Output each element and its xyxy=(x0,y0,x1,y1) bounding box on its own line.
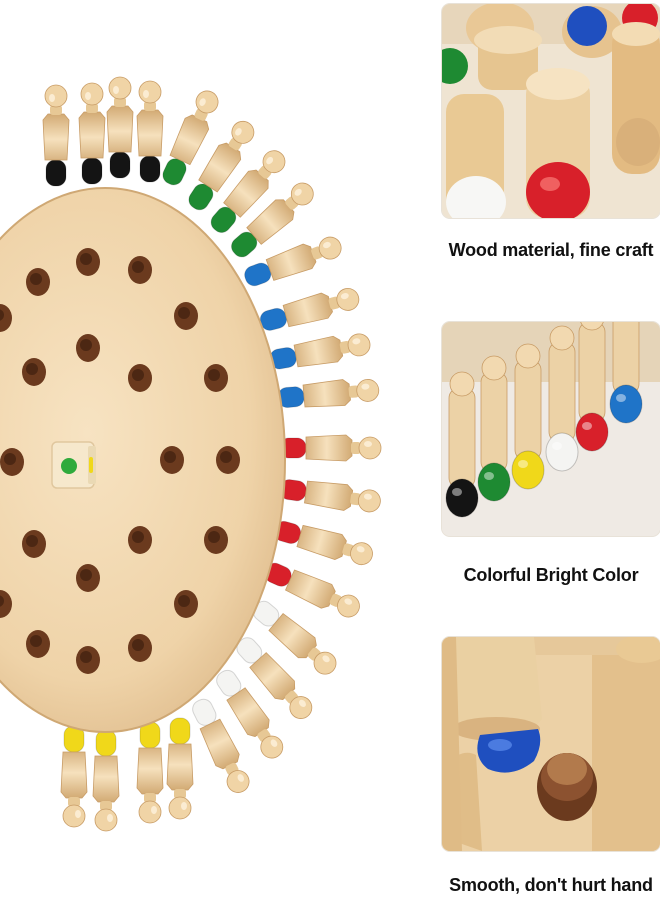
board-hole xyxy=(204,526,228,554)
board-hole xyxy=(174,302,198,330)
tile-peg xyxy=(445,371,479,518)
board-hole xyxy=(0,590,12,618)
feature-photo-colored-pegs xyxy=(442,322,660,536)
peg xyxy=(277,379,380,408)
peg xyxy=(269,333,371,370)
tile-peg xyxy=(575,322,609,452)
peg xyxy=(259,288,360,331)
board-hole xyxy=(204,364,228,392)
peg xyxy=(252,600,337,675)
peg xyxy=(106,76,134,179)
tile-peg xyxy=(477,355,511,502)
board-hole xyxy=(128,256,152,284)
board-hole xyxy=(128,526,152,554)
feature-caption-2: Colorful Bright Color xyxy=(463,565,639,585)
board-hole xyxy=(26,268,50,296)
board-hole xyxy=(22,530,46,558)
peg xyxy=(216,669,284,759)
peg xyxy=(192,698,250,793)
peg xyxy=(162,90,219,186)
board-hole xyxy=(128,634,152,662)
feature-caption-1: Wood material, fine craft xyxy=(448,240,654,260)
peg xyxy=(231,182,314,258)
feature-photo-wood-heads xyxy=(442,4,660,218)
board-hole xyxy=(216,446,240,474)
peg xyxy=(78,82,106,185)
peg xyxy=(236,637,313,719)
board-hole xyxy=(76,334,100,362)
tile-peg xyxy=(609,322,643,424)
board-hole xyxy=(76,564,100,592)
peg xyxy=(92,729,120,832)
feature-photo-board-hole xyxy=(442,637,660,851)
board-hole xyxy=(26,630,50,658)
memory-chess-illustration xyxy=(0,76,382,832)
board-hole xyxy=(0,304,12,332)
tile-peg xyxy=(545,325,579,472)
board-hole xyxy=(160,446,184,474)
peg xyxy=(279,479,381,513)
board-hole xyxy=(76,646,100,674)
peg xyxy=(188,120,255,211)
peg xyxy=(42,84,70,187)
peg xyxy=(273,520,373,566)
peg xyxy=(279,434,382,462)
peg xyxy=(60,725,88,828)
peg xyxy=(264,562,360,618)
product-hero-image xyxy=(0,76,382,832)
peg xyxy=(166,717,194,820)
peg xyxy=(136,80,164,183)
board-hole xyxy=(128,364,152,392)
color-die xyxy=(51,441,96,489)
feature-caption-3: Smooth, don't hurt hand xyxy=(449,875,653,895)
peg xyxy=(244,236,342,287)
board-hole xyxy=(22,358,46,386)
board-hole xyxy=(174,590,198,618)
peg xyxy=(136,721,164,824)
peg-ring xyxy=(42,76,382,832)
board-holes xyxy=(0,248,240,674)
board-hole xyxy=(0,448,24,476)
board-hole xyxy=(76,248,100,276)
peg xyxy=(210,150,286,233)
tile-peg xyxy=(511,343,545,490)
game-board xyxy=(0,187,286,733)
